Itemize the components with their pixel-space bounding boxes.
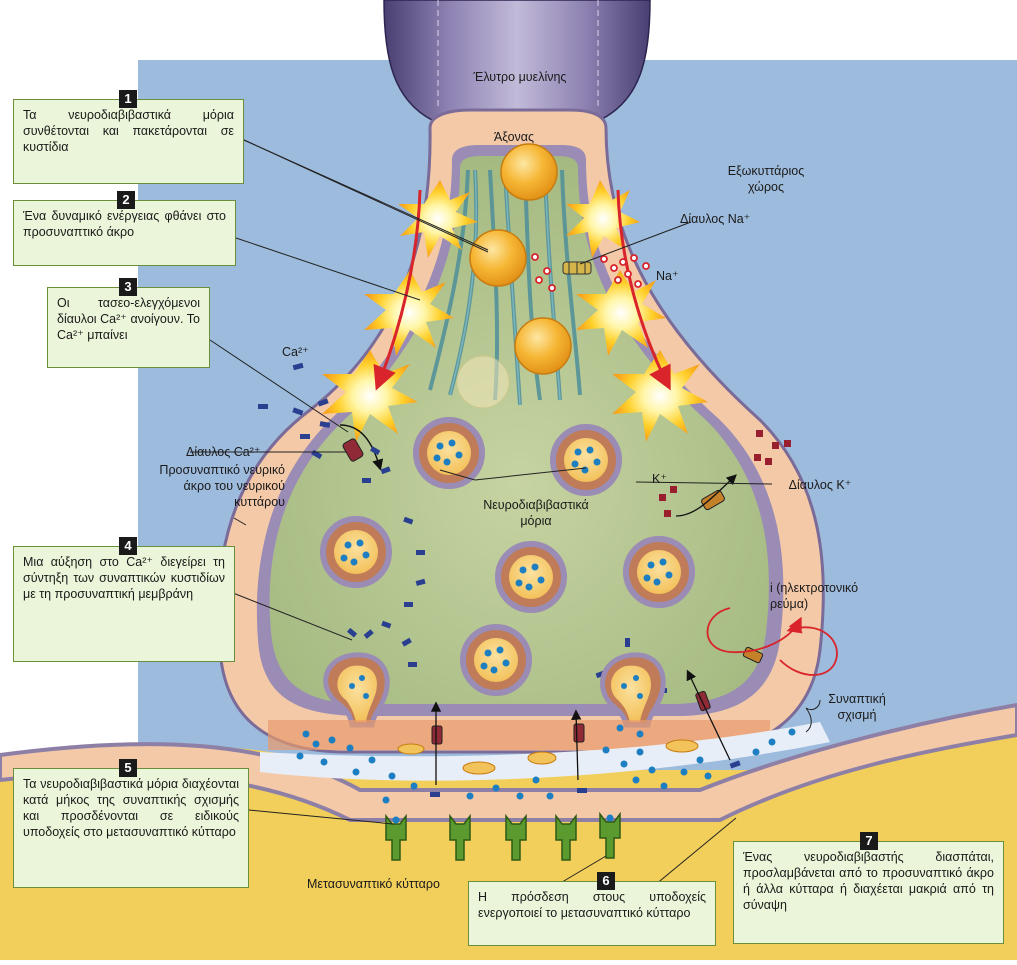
- vesicle-fading: [456, 355, 510, 409]
- step-3-callout: Οι τασεο-ελεγχόμενοι δίαυλοι Ca²⁺ ανοίγο…: [47, 287, 210, 368]
- k-ions: [659, 430, 791, 517]
- ca-ions-outside: [258, 362, 331, 460]
- k-ion-label: K⁺: [652, 472, 667, 486]
- k-channel-label: Δίαυλος K⁺: [788, 478, 852, 492]
- reuptake-vesicles: [397, 739, 699, 775]
- step-5-callout: Τα νευροδιαβιβαστικά μόρια διαχέονται κα…: [13, 768, 249, 888]
- synaptic-vesicles: [320, 417, 695, 696]
- step-1-callout: Τα νευροδιαβιβαστικά μόρια συνθέτονται κ…: [13, 99, 244, 184]
- action-potential-arrow-right: [616, 189, 671, 391]
- step-4-callout: Μια αύξηση στο Ca²⁺ διεγείρει τη σύντηξη…: [13, 546, 235, 662]
- presynaptic-terminal-label: Προσυναπτικό νευρικό άκρο του νευρικού κ…: [159, 463, 285, 509]
- step-3-number: 3: [119, 278, 137, 296]
- neurotransmitter-molecules: [340, 439, 673, 674]
- step-2-number: 2: [117, 191, 135, 209]
- action-potential-arrow-left: [373, 189, 422, 391]
- step-7-number: 7: [860, 832, 878, 850]
- postsynaptic-receptors: [385, 811, 621, 861]
- cleft-neurotransmitters: [296, 724, 796, 804]
- action-potential-flash-right: [566, 180, 708, 442]
- postsynaptic-cell-label: Μετασυναπτικό κύτταρο: [307, 877, 440, 891]
- ca-ion-label: Ca²⁺: [282, 345, 309, 359]
- step-5-number: 5: [119, 759, 137, 777]
- local-current-label: i (ηλεκτροτονικό ρεύμα): [770, 581, 859, 611]
- synaptic-cleft-label: Συναπτική σχισμή: [828, 692, 886, 722]
- na-ions: [531, 253, 650, 292]
- neurotransmitters-label: Νευροδιαβιβαστικά μόρια: [483, 498, 589, 528]
- step-4-number: 4: [119, 537, 137, 555]
- step-1-number: 1: [119, 90, 137, 108]
- step-7-callout: Ένας νευροδιαβιβαστής διασπάται, προσλαμ…: [733, 841, 1004, 944]
- vesicle: [469, 229, 527, 287]
- vesicle: [514, 317, 572, 375]
- extracellular-space-label: Εξωκυττάριος χώρος: [727, 164, 805, 194]
- step-6-number: 6: [597, 872, 615, 890]
- ca-channel-icon: [342, 438, 364, 462]
- myelin-sheath-label: Έλυτρο μυελίνης: [473, 70, 567, 84]
- fusing-vesicle-left: [323, 652, 390, 728]
- axon-label: Άξονας: [493, 130, 535, 144]
- fusing-vesicle-right: [600, 652, 666, 728]
- step-2-callout: Ένα δυναμικό ενέργειας φθάνει στο προσυν…: [13, 200, 236, 266]
- local-current-arrow: [706, 607, 802, 654]
- ca-channel-label: Δίαυλος Ca²⁺: [186, 445, 261, 459]
- vesicle: [500, 143, 558, 201]
- myelin-sheath: [383, 0, 651, 121]
- na-ion-label: Na⁺: [656, 269, 679, 283]
- na-channel-label: Δίαυλος Na⁺: [680, 212, 751, 226]
- synaptic-cleft: [260, 722, 830, 781]
- step-6-callout: Η πρόσδεση στους υποδοχείς ενεργοποιεί τ…: [468, 881, 716, 946]
